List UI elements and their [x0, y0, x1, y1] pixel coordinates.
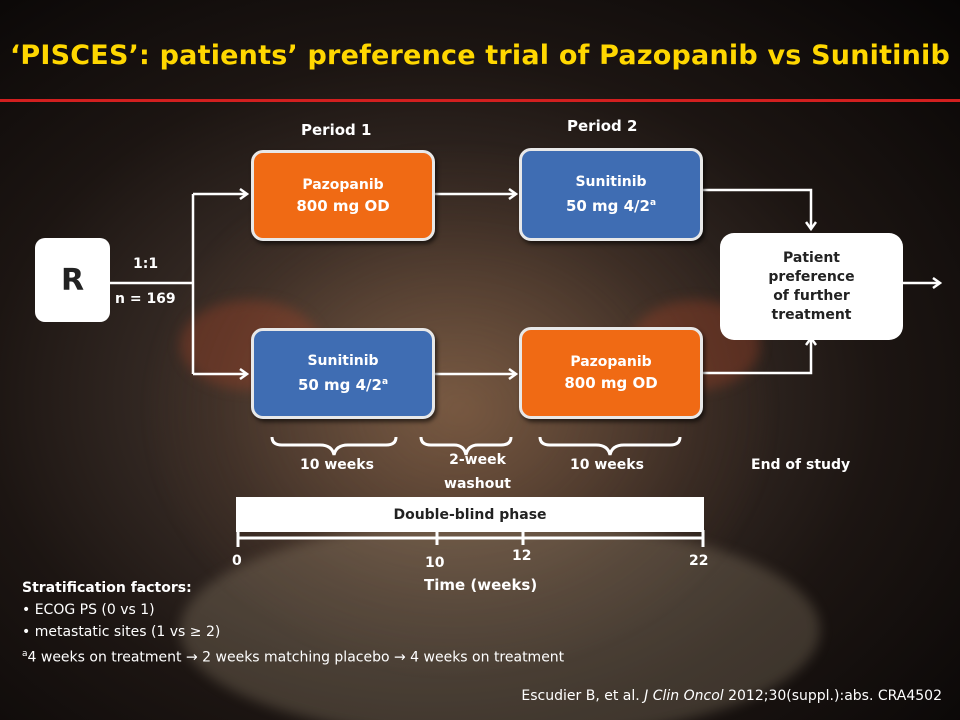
patient-preference-box: Patient preference of further treatment: [720, 233, 903, 340]
arm-bottom-period1-box: Sunitinib 50 mg 4/2a: [251, 328, 435, 419]
preference-line2: preference: [768, 268, 855, 285]
arm-bottom-period2-box: Pazopanib 800 mg OD: [519, 327, 703, 419]
citation: Escudier B, et al. J Clin Oncol 2012;30(…: [521, 688, 942, 704]
arrow-bottom-to-preference: [703, 338, 811, 375]
end-of-study-label: End of study: [751, 457, 851, 473]
stratification-item: • metastatic sites (1 vs ≥ 2): [22, 624, 221, 640]
drug-name: Sunitinib: [307, 353, 379, 369]
period1-label: Period 1: [301, 121, 372, 139]
brace-period1: [270, 436, 398, 456]
timeline-tick-label: 22: [689, 553, 709, 569]
randomization-ratio: 1:1: [133, 256, 159, 272]
background-pelvis: [180, 520, 820, 720]
drug-name: Pazopanib: [570, 354, 652, 370]
sample-size: n = 169: [115, 291, 176, 307]
arrow-top-to-preference: [703, 188, 811, 229]
arm-top-period2-box: Sunitinib 50 mg 4/2a: [519, 148, 703, 241]
duration-period2: 10 weeks: [570, 457, 644, 473]
phase-label: Double-blind phase: [393, 506, 547, 523]
drug-dose: 800 mg OD: [296, 196, 390, 215]
arm-top-period1-box: Pazopanib 800 mg OD: [251, 150, 435, 241]
stratification-notes: Stratification factors: • ECOG PS (0 vs …: [22, 577, 564, 669]
footnote-text: 4 weeks on treatment → 2 weeks matching …: [27, 649, 565, 666]
footnote-mark: a: [649, 198, 657, 208]
timeline-axis-label: Time (weeks): [424, 576, 538, 594]
drug-name: Sunitinib: [575, 174, 647, 190]
duration-washout: 2-week washout: [420, 448, 535, 496]
citation-details: 2012;30(suppl.):abs. CRA4502: [723, 688, 942, 704]
drug-dose: 800 mg OD: [564, 374, 658, 392]
brace-period2: [538, 436, 682, 456]
washout-line1: 2-week: [449, 452, 506, 468]
brace-washout: [419, 436, 513, 456]
drug-name: Pazopanib: [302, 176, 384, 193]
timeline-tick-label: 12: [512, 548, 532, 564]
slide-title: ‘PISCES’: patients’ preference trial of …: [9, 40, 951, 71]
citation-authors: Escudier B, et al.: [521, 688, 645, 704]
footnote-mark: a: [22, 649, 28, 659]
citation-journal: J Clin Oncol: [644, 688, 724, 704]
drug-dose: 50 mg 4/2: [565, 197, 650, 215]
preference-line1: Patient: [783, 249, 840, 266]
double-blind-phase-bar: Double-blind phase: [236, 497, 704, 532]
title-divider: [0, 99, 960, 102]
footnote-mark: a: [381, 377, 389, 387]
duration-period1: 10 weeks: [300, 457, 374, 473]
footnote: a4 weeks on treatment → 2 weeks matching…: [22, 643, 564, 669]
period2-label: Period 2: [567, 117, 638, 135]
stratification-heading: Stratification factors:: [22, 580, 192, 596]
drug-dose: 50 mg 4/2: [297, 376, 382, 394]
randomization-label: R: [60, 262, 85, 298]
randomization-box: R: [35, 238, 110, 322]
timeline-tick-label: 0: [232, 553, 242, 569]
timeline-tick-label: 10: [425, 555, 445, 571]
stratification-item: • ECOG PS (0 vs 1): [22, 602, 155, 618]
washout-line2: washout: [444, 476, 511, 492]
preference-line4: treatment: [771, 306, 852, 323]
preference-line3: of further: [773, 287, 850, 304]
